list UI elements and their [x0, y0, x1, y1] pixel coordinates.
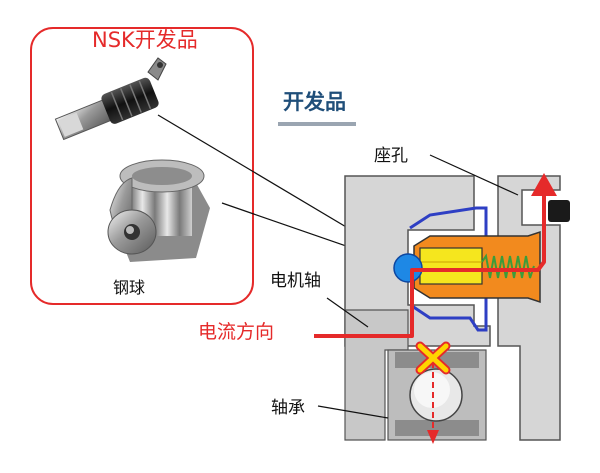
developed-product-title: 开发品 [283, 90, 346, 114]
motor-shaft-label: 电机轴 [270, 271, 321, 291]
brush-holder [413, 230, 541, 304]
ball-contact-photo [107, 159, 210, 262]
spring [481, 253, 535, 279]
bearing-label: 轴承 [271, 398, 305, 418]
bolt [548, 200, 570, 222]
bearing-leader-line [317, 405, 389, 419]
seat-leader-line [429, 154, 519, 196]
nsk-product-title: NSK开发品 [92, 28, 198, 52]
nsk-product-frame [30, 27, 254, 305]
motor-shaft [344, 309, 409, 441]
current-direction-label: 电流方向 [198, 321, 275, 343]
current-arrow-icon [531, 173, 557, 196]
brush-sensor-photo [54, 57, 167, 141]
current-path [314, 190, 546, 338]
blocked-path-cross-icon [415, 341, 451, 375]
shaft-leader-line [326, 297, 369, 328]
seal-plate [409, 206, 488, 332]
housing-bore-label: 座孔 [374, 146, 408, 166]
title-underline [278, 122, 356, 126]
steel-ball-label: 钢球 [113, 278, 146, 297]
